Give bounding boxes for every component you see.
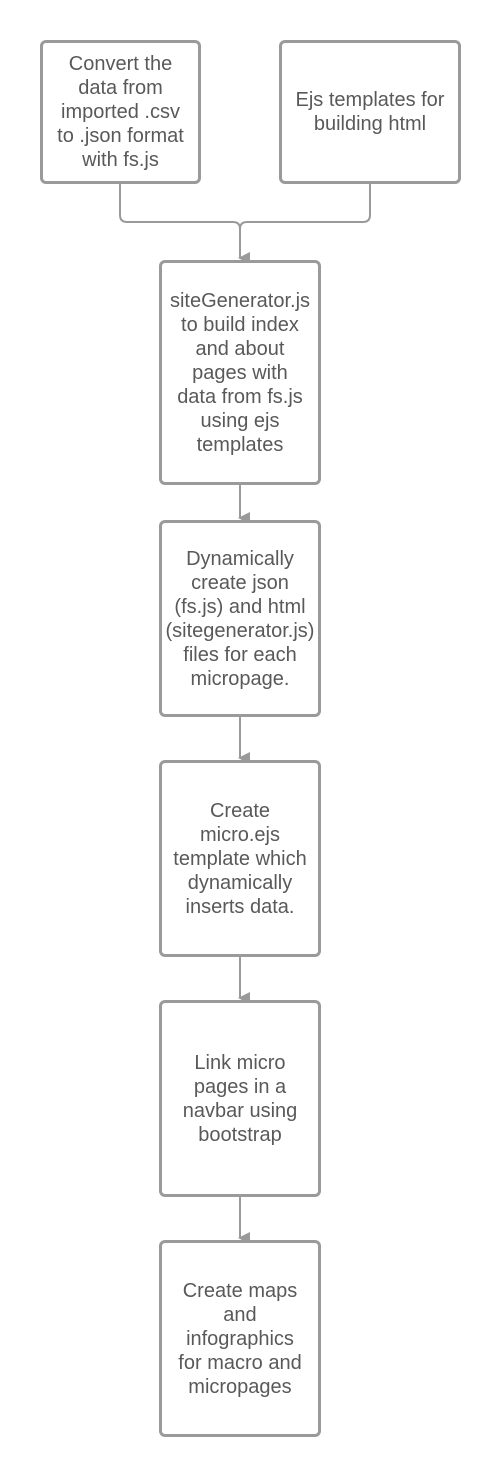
node-micro-template: Create micro.ejs template which dynamica… — [159, 760, 321, 957]
node-label: Dynamically create json (fs.js) and html… — [165, 547, 315, 690]
node-maps-infographics: Create maps and infographics for macro a… — [159, 1240, 321, 1437]
node-ejs-templates: Ejs templates for building html — [279, 40, 461, 184]
node-label: Convert the data from imported .csv to .… — [57, 53, 184, 171]
node-label: Ejs templates for building html — [295, 89, 445, 135]
node-label: Link micro pages in a navbar using boots… — [182, 1051, 298, 1146]
node-link-navbar: Link micro pages in a navbar using boots… — [159, 1000, 321, 1197]
node-label: Create maps and infographics for macro a… — [178, 1279, 302, 1398]
edge-templates-to-sitegen — [239, 184, 371, 230]
edge-convert-to-sitegen — [119, 184, 250, 264]
node-convert-csv-to-json: Convert the data from imported .csv to .… — [40, 40, 201, 184]
node-label: Create micro.ejs template which dynamica… — [173, 799, 307, 918]
node-label: siteGenerator.js to build index and abou… — [169, 289, 311, 456]
node-dynamic-create-files: Dynamically create json (fs.js) and html… — [159, 520, 321, 717]
node-site-generator: siteGenerator.js to build index and abou… — [159, 260, 321, 485]
